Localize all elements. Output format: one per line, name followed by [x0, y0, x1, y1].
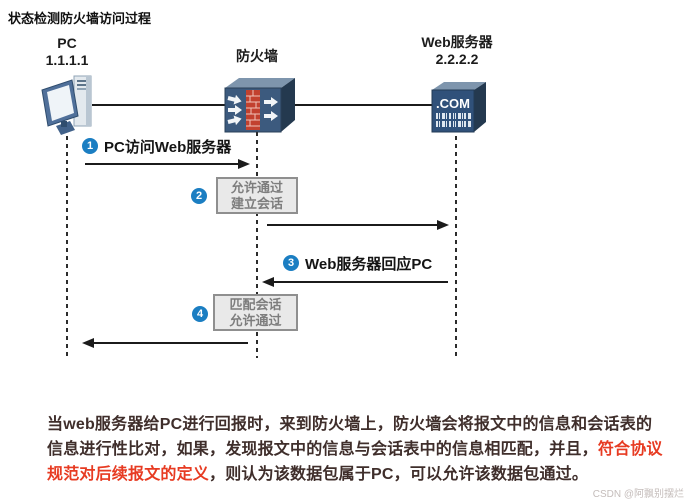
web-server-icon: .COM	[431, 82, 486, 133]
pc-name: PC	[57, 35, 77, 51]
step2-arrow	[267, 220, 449, 230]
step4-action-box: 匹配会话 允许通过	[213, 294, 298, 331]
step3-badge: 3	[283, 255, 299, 271]
firewall-node-label: 防火墙	[212, 48, 302, 65]
web-server-lifeline	[455, 136, 457, 358]
step2-box-line2: 建立会话	[230, 195, 283, 211]
step2-badge: 2	[191, 188, 207, 204]
step4-box-line1: 匹配会话	[229, 296, 282, 312]
step4-box-line2: 允许通过	[229, 312, 282, 328]
web-server-ip: 2.2.2.2	[435, 51, 479, 67]
step3-arrow	[262, 277, 448, 287]
firewall-icon	[224, 78, 295, 133]
server-icon-label: .COM	[436, 96, 470, 111]
note-text-highlight: 符合协议规范对后续报文的定义	[47, 441, 663, 483]
step1-arrow	[85, 159, 250, 169]
explanation-paragraph: 当web服务器给PC进行回报时，来到防火墙上，防火墙会将报文中的信息和会话表的信…	[47, 412, 665, 487]
step1-badge: 1	[82, 138, 98, 154]
step1-label: PC访问Web服务器	[104, 139, 232, 156]
step2-action-box: 允许通过 建立会话	[216, 177, 298, 214]
firewall-lifeline	[256, 132, 258, 358]
step4-arrow	[82, 338, 248, 348]
watermark: CSDN @阿飘别摆烂	[592, 489, 684, 500]
note-text-after: ，则认为该数据包属于PC，可以允许该数据包通过。	[209, 466, 589, 483]
pc-lifeline	[66, 136, 68, 358]
pc-ip: 1.1.1.1	[45, 52, 89, 68]
firewall-name: 防火墙	[236, 48, 278, 64]
pc-node-label: PC 1.1.1.1	[22, 35, 112, 69]
pc-icon	[41, 75, 92, 135]
step3-label: Web服务器回应PC	[305, 256, 433, 273]
step4-badge: 4	[192, 306, 208, 322]
step2-box-line1: 允许通过	[230, 179, 283, 195]
web-server-name: Web服务器	[421, 34, 493, 50]
page-title: 状态检测防火墙访问过程	[8, 11, 152, 26]
note-text-before: 当web服务器给PC进行回报时，来到防火墙上，防火墙会将报文中的信息和会话表的信…	[47, 416, 653, 458]
web-server-node-label: Web服务器 2.2.2.2	[412, 34, 502, 68]
